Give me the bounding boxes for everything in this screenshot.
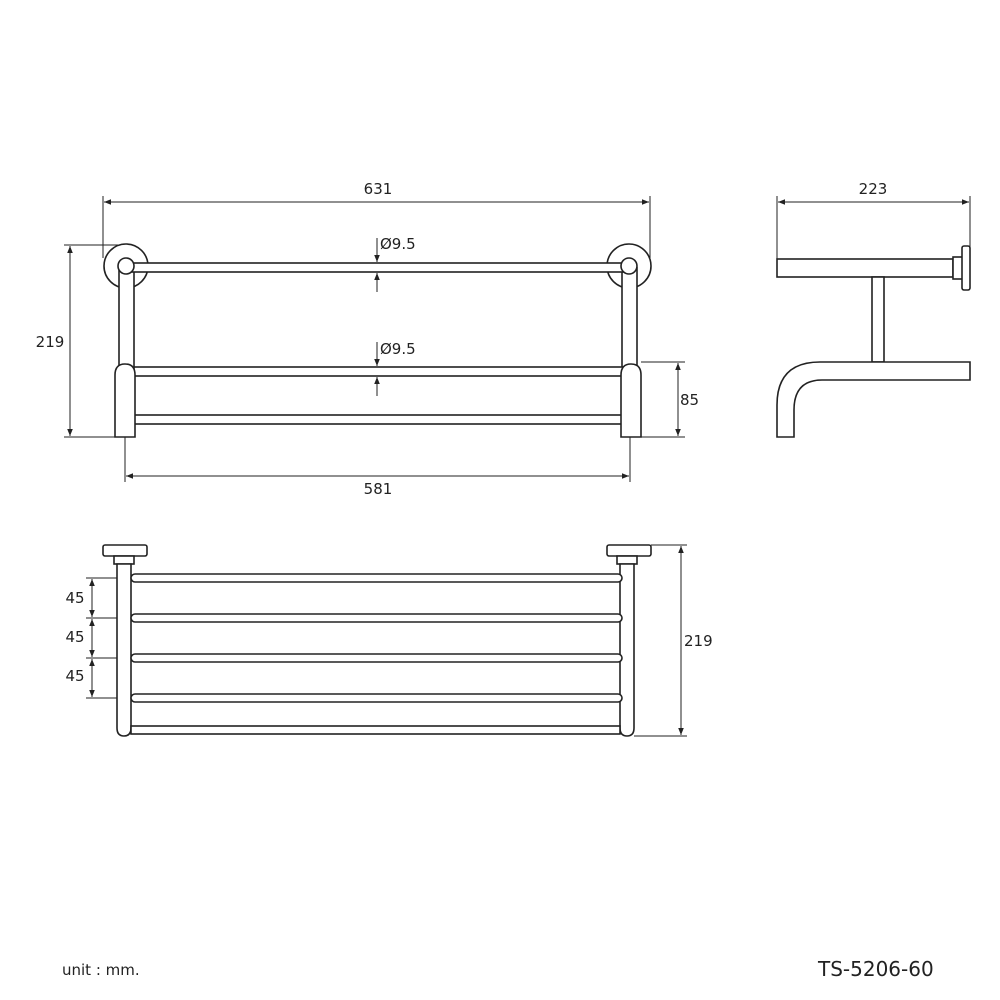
vertical-stem [871,276,885,363]
dimension-top-bar-diameter: Ø9.5 [380,235,416,253]
right-rosette-hub [620,257,638,275]
top-arm [776,258,954,278]
side-view: 223 [776,180,971,438]
wall-flange [961,245,971,291]
rack-bar [130,573,623,583]
right-post [621,267,638,369]
bent-lower-arm [776,361,971,438]
unit-label: unit : mm. [62,961,140,979]
model-number: TS-5206-60 [817,957,934,981]
lower-front-bar [133,366,625,377]
left-end-cap [114,363,136,438]
right-end-cap [620,363,642,438]
top-view: 45 45 45 219 [65,544,713,737]
dimension-lower-bar-diameter: Ø9.5 [380,340,416,358]
rack-bar [130,653,623,663]
right-side-rail [619,563,635,737]
front-view: 631 Ø9.5 Ø9.5 219 85 [36,180,699,498]
right-flange [606,544,652,557]
dimension-depth: 219 [684,632,713,650]
dimension-bar-spacing: 45 [65,589,84,607]
right-flange-neck [616,555,638,565]
dimension-bar-width: 581 [364,480,393,498]
left-post [118,267,135,369]
left-rosette-hub [117,257,135,275]
left-flange-neck [113,555,135,565]
dimension-lower-rack-height: 85 [680,391,699,409]
lower-rear-bar [133,414,625,425]
rack-bar [130,725,621,735]
left-side-rail [116,563,132,737]
dimension-height: 219 [36,333,65,351]
dimension-overall-width: 631 [364,180,393,198]
dimension-bar-spacing: 45 [65,667,84,685]
left-flange [102,544,148,557]
rack-bar [130,693,623,703]
top-bar [131,262,625,273]
dimension-depth: 223 [859,180,888,198]
rack-bar [130,613,623,623]
dimension-bar-spacing: 45 [65,628,84,646]
